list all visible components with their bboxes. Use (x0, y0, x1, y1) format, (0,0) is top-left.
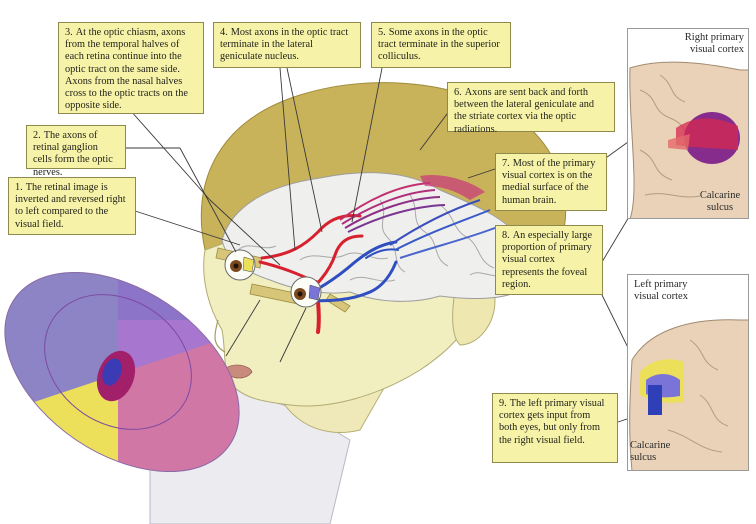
callout-left-cortex-input: 9.The left primary visual cortex gets in… (492, 393, 618, 463)
callout-text: Most axons in the optic tract terminate … (220, 27, 349, 63)
callout-number: 7. (502, 158, 510, 169)
right-cortex-sulcus-label: Calcarine sulcus (699, 190, 741, 213)
callout-text: The retinal image is inverted and revers… (15, 182, 126, 230)
callout-number: 3. (65, 27, 73, 38)
callout-text: The axons of retinal ganglion cells form… (33, 130, 113, 178)
tan-rod-back (325, 293, 351, 313)
left-cortex-panel (627, 274, 749, 471)
callout-number: 8. (502, 230, 510, 241)
right-cortex-panel (627, 28, 749, 219)
callout-number: 1. (15, 182, 23, 193)
optic-radiations (339, 182, 501, 259)
callout-foveal-region: 8.An especially large proportion of prim… (495, 225, 603, 295)
callout-text: Axons are sent back and forth between th… (454, 87, 595, 135)
callout-lateral-geniculate: 4.Most axons in the optic tract terminat… (213, 22, 361, 68)
callout-text: The left primary visual cortex gets inpu… (499, 398, 605, 446)
left-cortex-panel-art (627, 274, 749, 471)
left-cortex-sulcus-label: Calcarine sulcus (630, 440, 671, 463)
callout-number: 6. (454, 87, 462, 98)
callout-text: An especially large proportion of primar… (502, 230, 593, 290)
callout-optic-nerves: 2.The axons of retinal ganglion cells fo… (26, 125, 126, 178)
left-cortex-title: Left primary visual cortex (634, 279, 688, 302)
callout-number: 5. (378, 27, 386, 38)
callout-number: 9. (499, 398, 507, 409)
right-cortex-panel-art (627, 28, 749, 219)
callout-superior-colliculus: 5.Some axons in the optic tract terminat… (371, 22, 511, 68)
callout-text: Most of the primary visual cortex is on … (502, 158, 596, 206)
callout-number: 4. (220, 27, 228, 38)
occipital-cortex-highlight (420, 174, 485, 200)
left-eye (224, 249, 256, 281)
right-cortex-title: Right primary visual cortex (684, 32, 744, 55)
right-eye (290, 276, 322, 308)
callout-number: 2. (33, 130, 41, 141)
callout-text: At the optic chiasm, axons from the temp… (65, 27, 188, 112)
callout-medial-surface: 7.Most of the primary visual cortex is o… (495, 153, 607, 211)
callout-text: Some axons in the optic tract terminate … (378, 27, 500, 63)
visual-field-outline (4, 271, 240, 473)
callout-optic-chiasm: 3.At the optic chiasm, axons from the te… (58, 22, 204, 114)
callout-retinal-image: 1.The retinal image is inverted and reve… (8, 177, 136, 235)
callout-optic-radiations: 6.Axons are sent back and forth between … (447, 82, 615, 135)
nose (214, 319, 226, 353)
